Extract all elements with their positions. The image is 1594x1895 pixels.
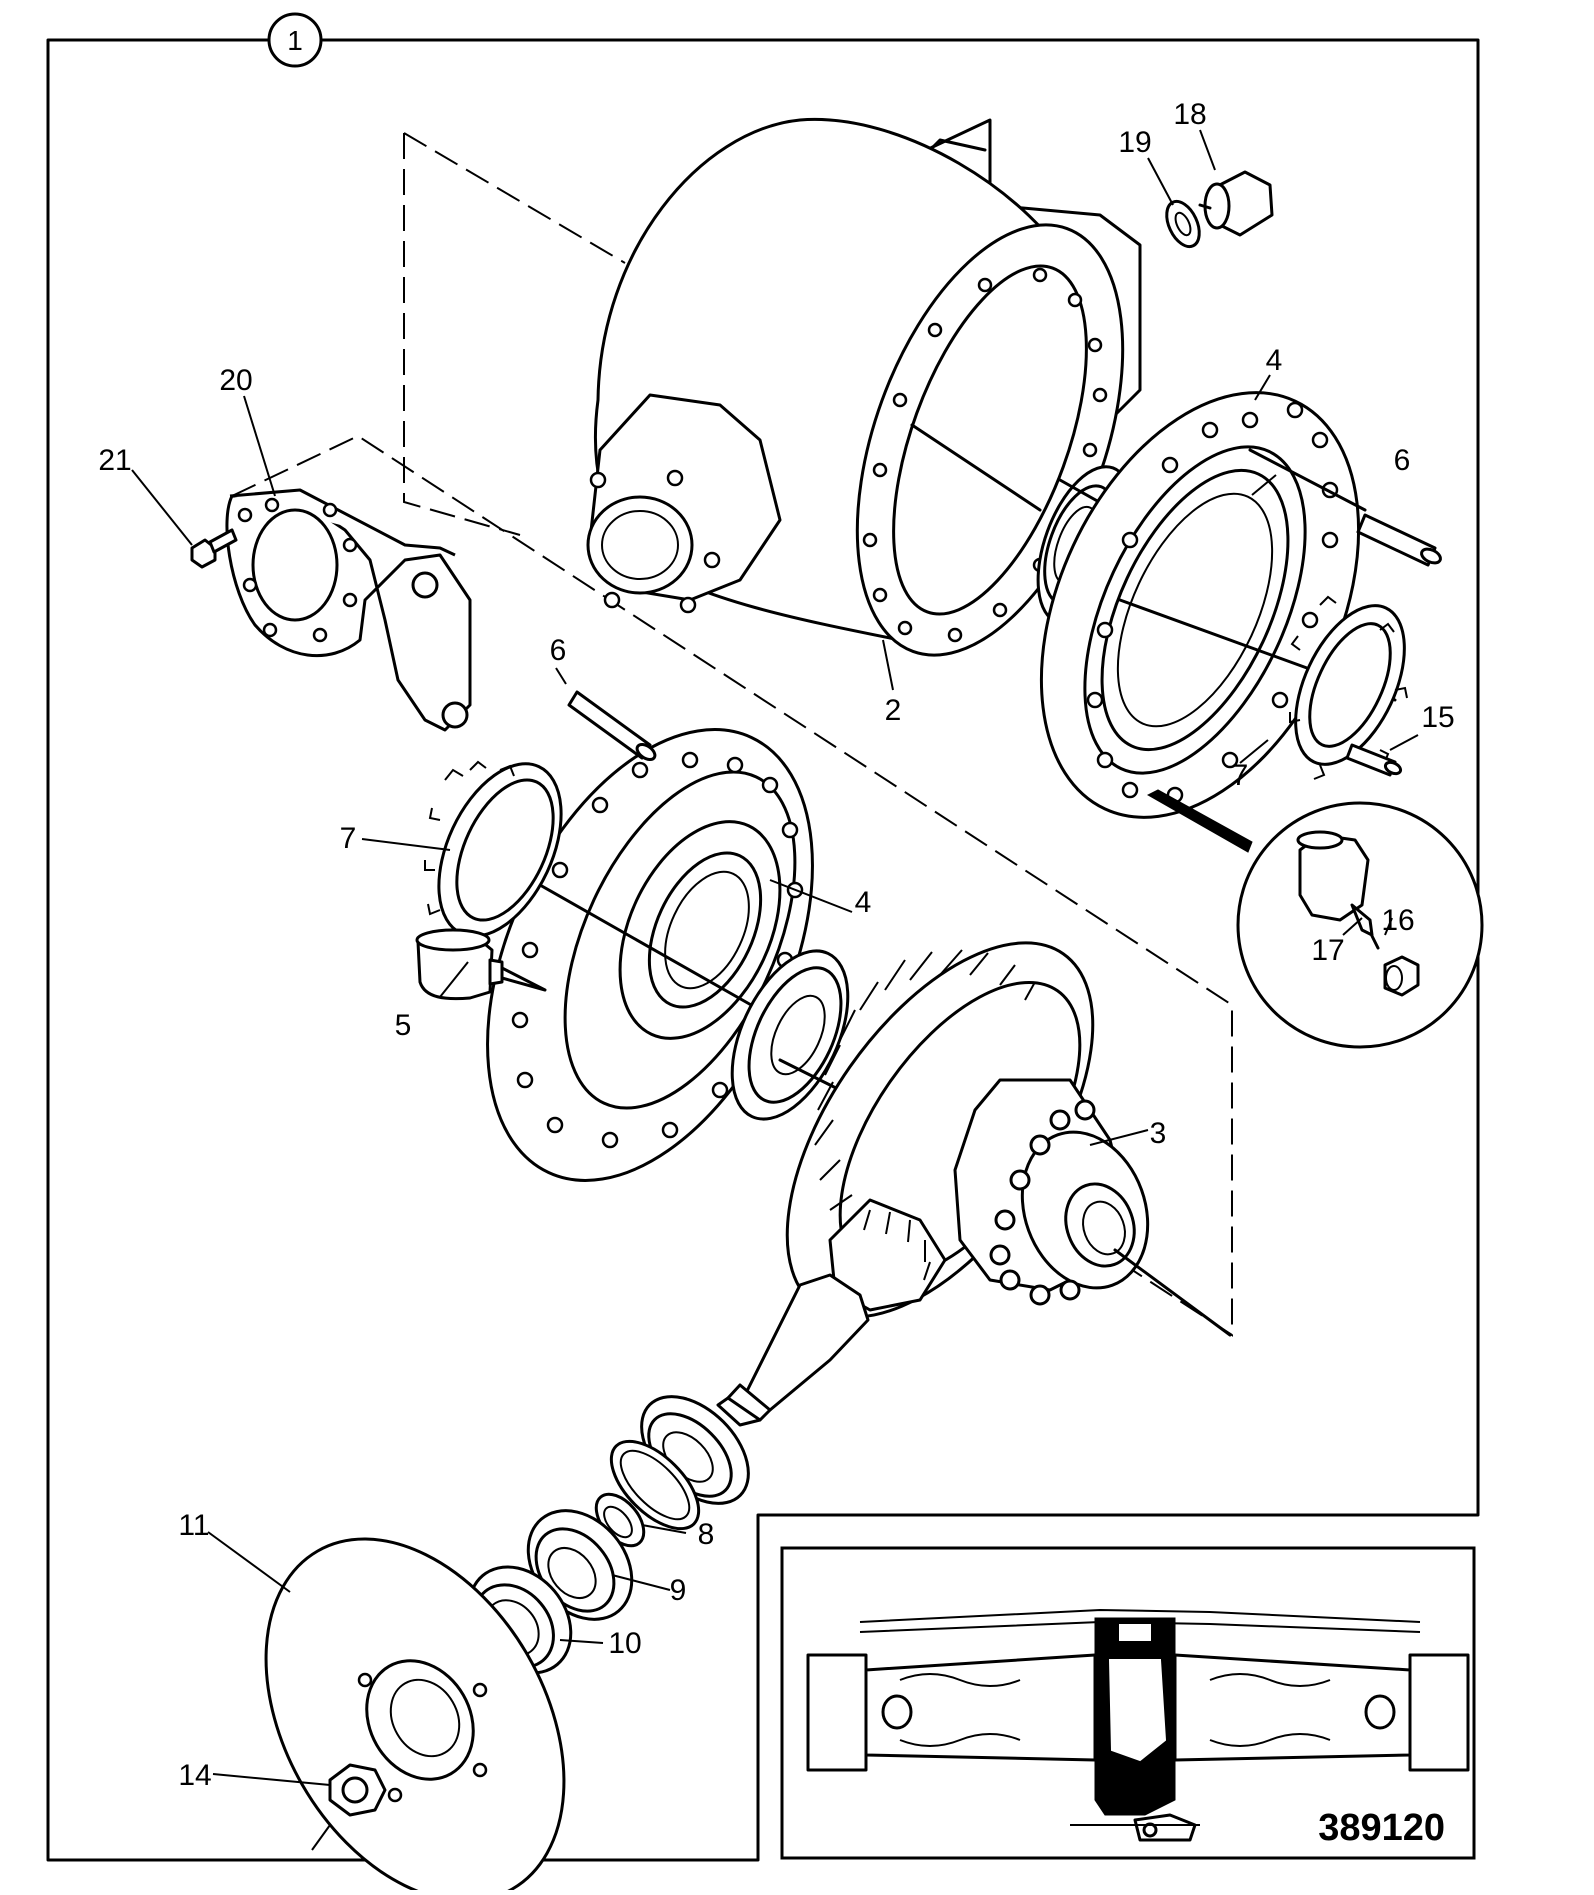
sealant-detail-bubble [1146,789,1484,1049]
adjuster-nut-right [1289,595,1408,780]
adjuster-nut-left [424,760,563,947]
callout-9: 9 [670,1574,687,1607]
callout-6-left: 6 [550,634,567,667]
callout-3: 3 [1150,1117,1167,1150]
callout-8: 8 [698,1518,715,1551]
callout-2: 2 [885,694,902,727]
bracket-bolt [190,528,238,569]
axle-location-sketch [806,1608,1470,1842]
callout-5: 5 [395,1009,412,1042]
roll-pin-right [1356,513,1442,567]
figure-reference-label: 1 [287,25,303,56]
callout-17: 17 [1311,934,1344,967]
callout-20: 20 [219,364,252,397]
callout-21: 21 [98,444,131,477]
pinion-shaft [716,1198,947,1427]
sealant-bottle [415,928,547,1001]
callout-6-right: 6 [1394,444,1411,477]
location-inset: 389120 [780,1546,1476,1860]
callout-18: 18 [1173,98,1206,131]
callout-14: 14 [178,1759,211,1792]
mounting-bracket [225,488,472,732]
callout-7-left: 7 [340,822,357,855]
retaining-ring [609,1439,701,1531]
figure-reference-badge: 1 [267,12,323,68]
callout-15: 15 [1421,701,1454,734]
main-frame [46,38,1480,1862]
flange-nut [311,1763,387,1851]
roll-pin-left [567,690,657,762]
callout-7-right: 7 [1232,759,1249,792]
callout-19: 19 [1118,126,1151,159]
leader-lines [131,129,1419,1786]
drive-flange [264,1537,566,1895]
drawing-number: 389120 [1318,1807,1445,1849]
callout-16: 16 [1381,904,1414,937]
locking-pin [1345,743,1403,777]
callout-11: 11 [178,1509,209,1542]
drain-plug [1198,170,1274,237]
callout-4-right: 4 [1266,344,1283,377]
callout-10: 10 [608,1627,641,1660]
sealing-washer [1165,199,1201,249]
crown-wheel-bolts [989,1099,1096,1306]
axle-housing [586,117,1142,657]
callout-4-left: 4 [855,886,872,919]
callout-labels: 2 3 4 4 5 6 6 7 7 8 9 10 11 14 15 16 17 … [98,98,1454,1792]
